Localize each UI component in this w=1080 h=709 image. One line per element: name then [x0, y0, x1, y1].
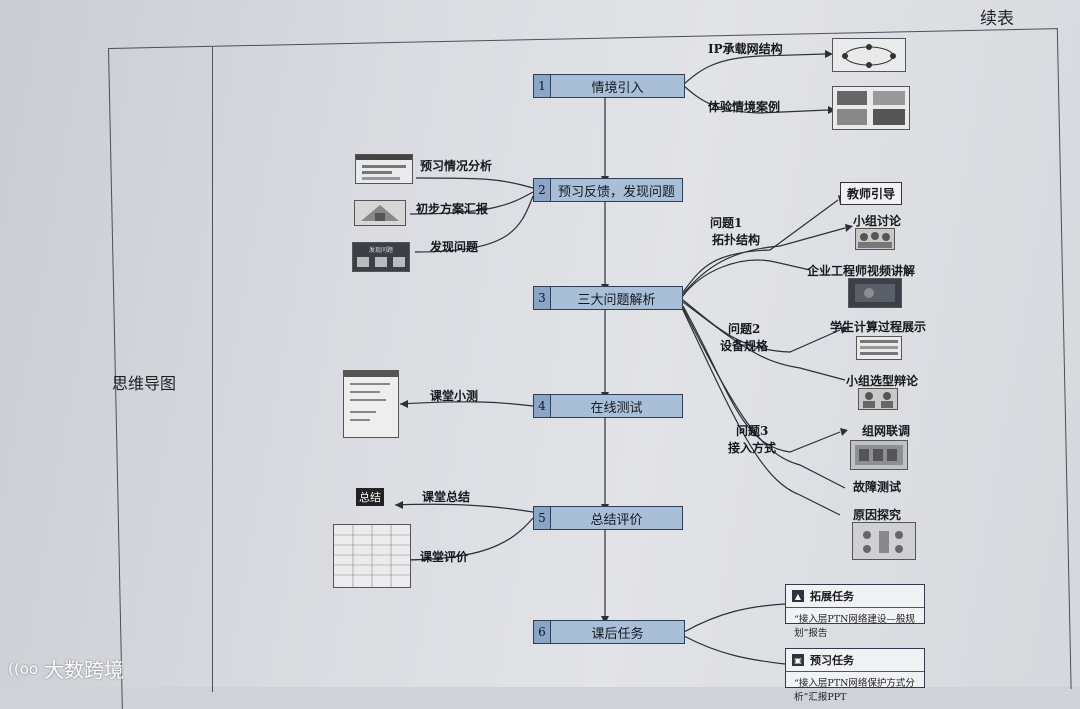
quiz-form-icon: [344, 371, 398, 437]
student-calc-image: [856, 336, 902, 360]
label-find-problem: 发现问题: [430, 238, 478, 255]
extension-task-body: “接入层PTN网络建设—般规划”报告: [786, 608, 924, 642]
branch-extension-task: [684, 604, 785, 632]
node-5-summary-evaluation: 5 总结评价: [533, 506, 683, 530]
label-teacher-guide: 教师引导: [840, 182, 902, 205]
label-q2-sub: 设备规格: [720, 337, 768, 354]
ip-network-diagram-image: [832, 38, 906, 72]
watermark: ((oo 大数跨境: [8, 654, 124, 683]
label-student-calc: 学生计算过程展示: [830, 318, 926, 335]
preview-task-body: “接入层PTN网络保护方式分析”汇报PPT: [786, 672, 924, 706]
extension-task-icon: ▲: [792, 590, 804, 602]
preview-analysis-image: [355, 154, 413, 184]
preview-task-box: ▣ 预习任务 “接入层PTN网络保护方式分析”汇报PPT: [785, 648, 925, 688]
node-1-scenario-intro: 1 情境引入: [533, 74, 685, 98]
engineer-video-image: [848, 278, 902, 308]
initial-plan-image: [354, 200, 406, 226]
node-6-after-class-task: 6 课后任务: [533, 620, 685, 644]
label-q3-sub: 接入方式: [728, 439, 776, 456]
case-collage-icon: [833, 87, 909, 129]
label-case: 体验情境案例: [708, 98, 780, 115]
label-preview-analysis: 预习情况分析: [420, 157, 492, 174]
people-group-icon: [856, 229, 894, 249]
label-cause-explore: 原因探究: [853, 506, 901, 523]
calculation-sheet-icon: [857, 337, 901, 359]
lab-photo-icon: [853, 523, 915, 559]
label-network-debug: 组网联调: [862, 422, 910, 439]
extension-task-title: 拓展任务: [810, 588, 854, 604]
find-problem-banner: 发现问题: [353, 245, 409, 254]
watermark-text: 大数跨境: [44, 654, 124, 683]
branch-engineer-video: [683, 260, 810, 296]
network-debug-image: [850, 440, 908, 470]
node-3-problem-analysis: 3 三大问题解析: [533, 286, 683, 310]
label-q2: 问题2: [728, 320, 760, 337]
branch-preview-task: [684, 636, 785, 664]
label-quiz: 课堂小测: [430, 387, 478, 404]
node-2-preview-feedback: 2 预习反馈，发现问题: [533, 178, 683, 202]
problem-cards-icon: [353, 254, 409, 270]
branch-summary: [395, 504, 533, 512]
evaluation-table-image: [333, 524, 411, 588]
document-page: 续表 思维导图: [0, 0, 1080, 687]
presentation-icon: [355, 201, 405, 225]
network-ring-icon: [833, 39, 905, 71]
survey-chart-icon: [356, 155, 412, 183]
preview-task-icon: ▣: [792, 654, 804, 666]
debate-people-icon: [859, 389, 897, 409]
group-discussion-image: [855, 228, 895, 250]
label-evaluation: 课堂评价: [420, 548, 468, 565]
label-fault-test: 故障测试: [853, 478, 901, 495]
cause-explore-image: [852, 522, 916, 560]
quiz-screen-image: [343, 370, 399, 438]
node-4-online-test: 4 在线测试: [533, 394, 683, 418]
summary-badge-image: 总结: [350, 480, 390, 510]
branch-preview-analysis: [416, 178, 533, 188]
label-q3: 问题3: [736, 422, 768, 439]
case-scenario-image: [832, 86, 910, 130]
summary-badge: 总结: [356, 488, 384, 506]
label-engineer-video: 企业工程师视频讲解: [807, 262, 915, 279]
branch-ip-network: [684, 54, 825, 84]
label-q1-sub: 拓扑结构: [712, 231, 760, 248]
label-summary: 课堂总结: [422, 488, 470, 505]
find-problem-image: 发现问题: [352, 242, 410, 272]
label-group-debate: 小组选型辩论: [846, 372, 918, 389]
evaluation-grid-icon: [334, 525, 410, 587]
watermark-logo-icon: ((oo: [8, 660, 38, 678]
label-q1: 问题1: [710, 214, 742, 231]
extension-task-head: ▲ 拓展任务: [786, 585, 924, 608]
branch-fault-test: [683, 308, 845, 488]
label-group-discussion: 小组讨论: [853, 212, 901, 229]
extension-task-box: ▲ 拓展任务 “接入层PTN网络建设—般规划”报告: [785, 584, 925, 624]
video-frame-icon: [849, 279, 901, 307]
branch-group-discussion: [683, 228, 845, 294]
group-debate-image: [858, 388, 898, 410]
equipment-rack-icon: [851, 441, 907, 469]
preview-task-title: 预习任务: [810, 652, 854, 668]
label-initial-plan: 初步方案汇报: [416, 200, 488, 217]
label-ip-network: IP承载网结构: [708, 40, 783, 57]
preview-task-head: ▣ 预习任务: [786, 649, 924, 672]
